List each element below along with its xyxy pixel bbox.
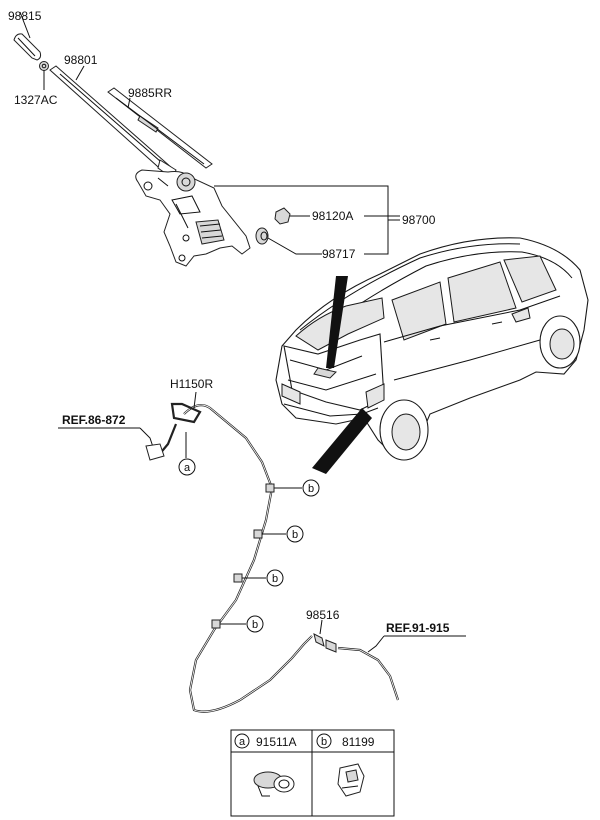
leader-98801 bbox=[75, 65, 85, 81]
legend-a-part-image[interactable] bbox=[253, 771, 295, 797]
callout-b-circle-1[interactable] bbox=[302, 479, 320, 497]
grommet-98717[interactable] bbox=[255, 227, 269, 245]
bolt-98120A[interactable] bbox=[274, 207, 300, 225]
legend-b-part: 81199 bbox=[342, 735, 375, 749]
washer-hose-H1150R[interactable] bbox=[157, 402, 400, 713]
wiper-arm-cap-98815[interactable] bbox=[13, 33, 42, 61]
clip-marker-2 bbox=[253, 529, 263, 539]
part-label-H1150R: H1150R bbox=[170, 377, 213, 391]
pointer-to-hose-location bbox=[312, 408, 372, 474]
callout-a-circle[interactable] bbox=[178, 458, 196, 476]
callout-b-letter-2: b bbox=[292, 529, 298, 541]
ref-label-right[interactable]: REF.91-915 bbox=[386, 621, 450, 635]
callout-b-letter-3: b bbox=[272, 573, 278, 585]
callout-a-letter: a bbox=[184, 462, 191, 474]
wiper-blade-9885RR[interactable] bbox=[107, 87, 213, 169]
leader-H1150R bbox=[193, 391, 197, 409]
wiper-motor-98700[interactable] bbox=[135, 169, 251, 267]
pointer-to-motor-location bbox=[326, 276, 348, 368]
hose-connector-98516[interactable] bbox=[313, 633, 337, 653]
clip-marker-1 bbox=[265, 483, 275, 493]
legend-a-circle bbox=[234, 733, 250, 749]
legend-b-letter: b bbox=[321, 736, 327, 748]
part-label-98815: 98815 bbox=[8, 9, 42, 23]
wiper-arm-98801[interactable] bbox=[49, 65, 177, 179]
part-label-9885RR: 9885RR bbox=[128, 86, 172, 100]
callout-b-circle-3[interactable] bbox=[266, 569, 284, 587]
leader-98717 bbox=[267, 237, 322, 255]
clip-marker-4 bbox=[211, 619, 221, 629]
part-label-1327AC: 1327AC bbox=[14, 93, 58, 107]
ref-leader-right bbox=[367, 635, 385, 653]
leader-98815 bbox=[19, 11, 31, 39]
vehicle-illustration bbox=[275, 237, 589, 461]
legend-table bbox=[230, 729, 395, 817]
nut-1327AC[interactable] bbox=[39, 61, 49, 71]
nozzle-connector[interactable] bbox=[145, 443, 165, 461]
legend-a-part: 91511A bbox=[256, 735, 296, 749]
callout-b-circle-2[interactable] bbox=[286, 525, 304, 543]
ref-label-left[interactable]: REF.86-872 bbox=[62, 413, 126, 427]
leader-9885RR bbox=[127, 97, 131, 109]
legend-b-part-image[interactable] bbox=[337, 763, 365, 797]
leader-98516 bbox=[319, 619, 323, 635]
part-label-98700: 98700 bbox=[402, 213, 436, 227]
callout-b-letter-4: b bbox=[252, 619, 258, 631]
clip-marker-3 bbox=[233, 573, 243, 583]
callout-b-circle-4[interactable] bbox=[246, 615, 264, 633]
legend-a-letter: a bbox=[239, 736, 246, 748]
callout-b-letter-1: b bbox=[308, 483, 314, 495]
part-label-98120A: 98120A bbox=[312, 209, 353, 223]
part-label-98717: 98717 bbox=[322, 247, 356, 261]
legend-b-circle bbox=[316, 733, 332, 749]
part-label-98801: 98801 bbox=[64, 53, 98, 67]
part-label-98516: 98516 bbox=[306, 608, 340, 622]
